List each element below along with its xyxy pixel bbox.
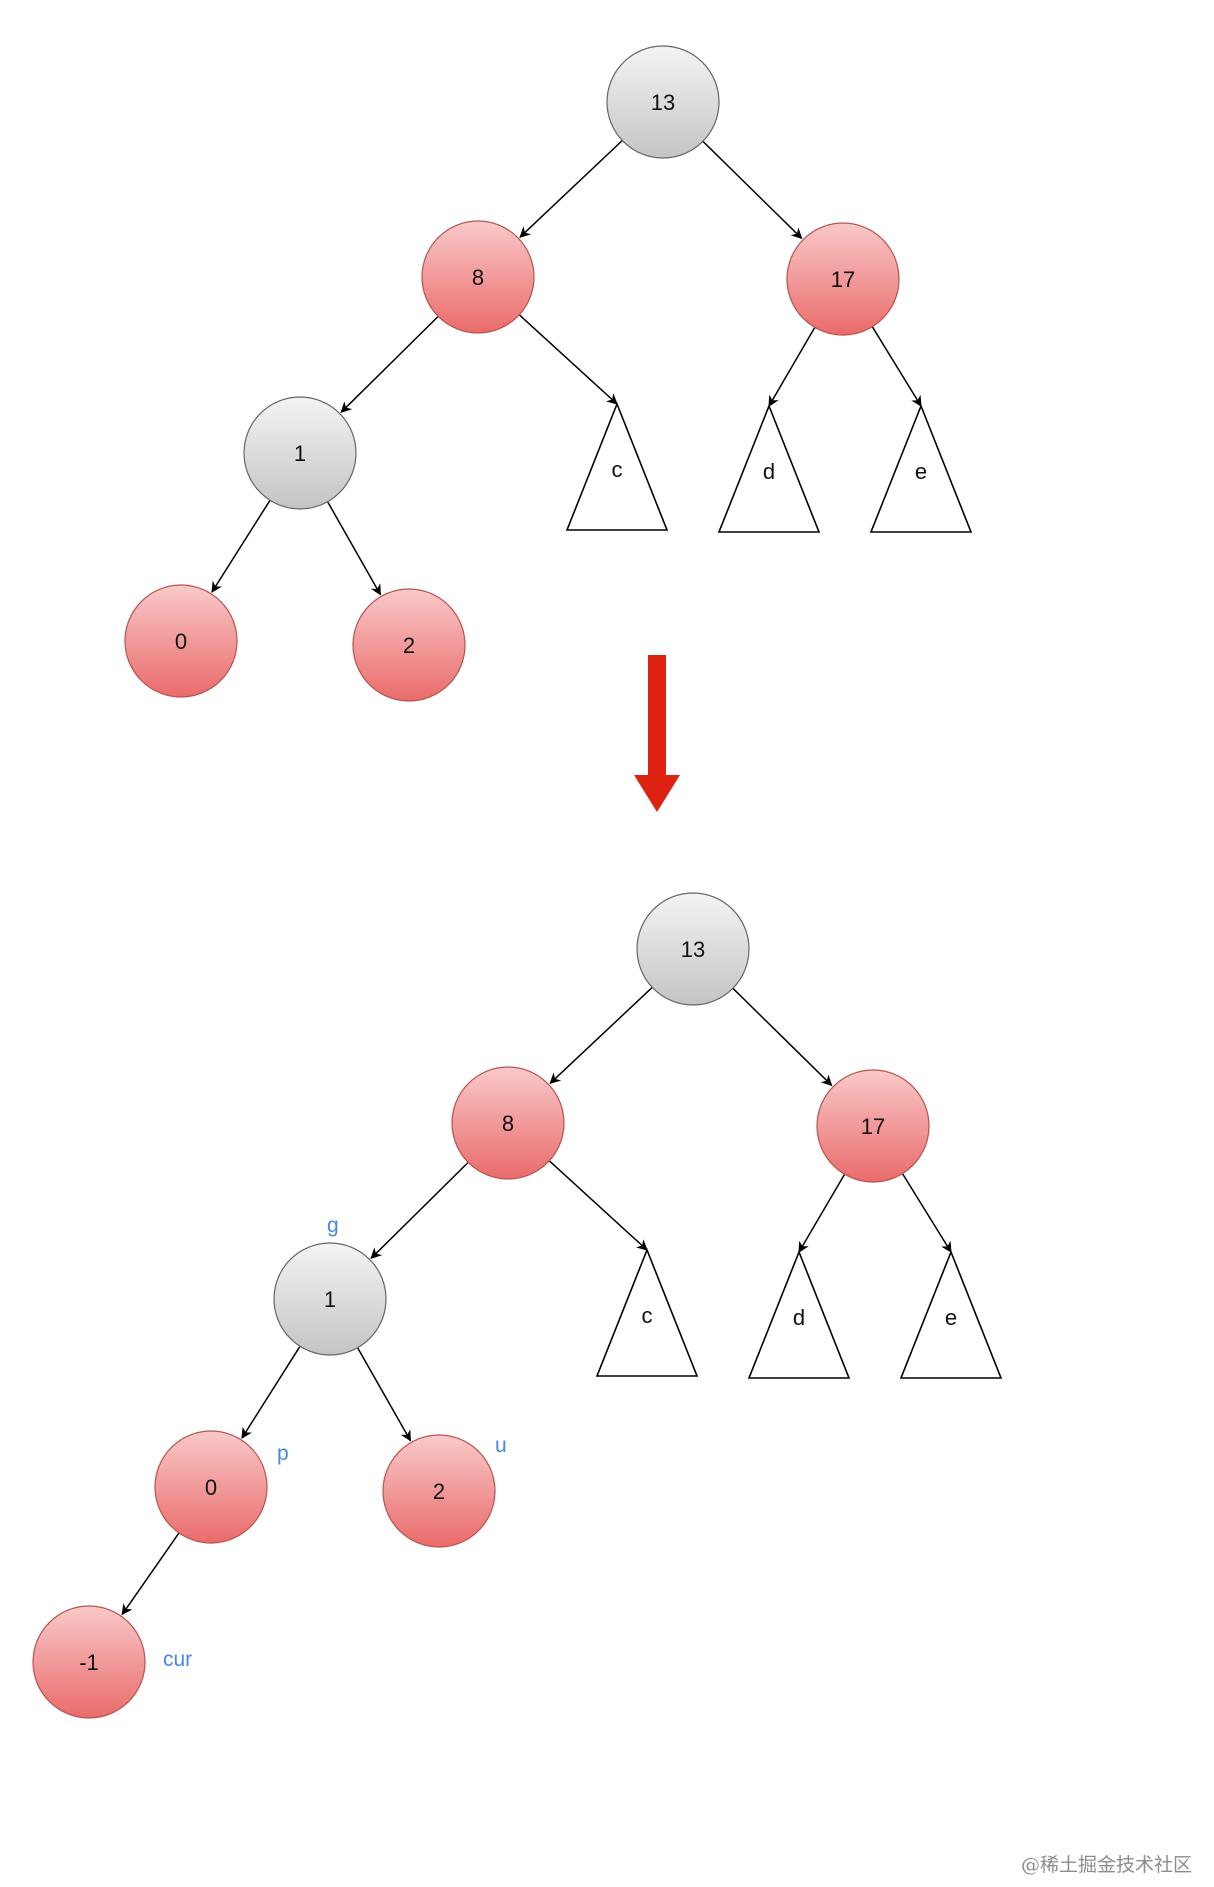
before-edges bbox=[211, 139, 922, 596]
before-node-label: 17 bbox=[831, 267, 855, 292]
before-node-label: 0 bbox=[175, 629, 187, 654]
before-tree: 13 8 17 1 0 2 c d e bbox=[124, 45, 973, 702]
before-edge-n1-n2 bbox=[326, 501, 382, 596]
after-nodes: 13 8 17 1 0 2 -1 c d e bbox=[32, 892, 1003, 1719]
before-subtree-d: d bbox=[717, 403, 821, 533]
before-node-2-red: 2 bbox=[352, 588, 466, 702]
after-node-0-red: 0 bbox=[154, 1430, 268, 1544]
after-subtree-label: d bbox=[793, 1305, 805, 1330]
transition-arrow bbox=[634, 655, 680, 812]
after-node-label: 13 bbox=[681, 937, 705, 962]
before-node-label: 13 bbox=[651, 90, 675, 115]
after-annotation-p: p bbox=[277, 1442, 289, 1465]
before-subtree-e: e bbox=[869, 403, 973, 533]
after-edge-n8-n1 bbox=[370, 1161, 469, 1259]
before-node-17-red: 17 bbox=[786, 222, 900, 336]
after-node-label: 17 bbox=[861, 1114, 885, 1139]
before-node-circle bbox=[124, 584, 238, 698]
before-node-circle bbox=[786, 222, 900, 336]
before-subtree-label: d bbox=[763, 459, 775, 484]
after-node-circle bbox=[273, 1242, 387, 1356]
before-edge-n1-n0 bbox=[211, 499, 271, 593]
before-subtree-label: c bbox=[612, 457, 623, 482]
before-node-label: 1 bbox=[294, 441, 306, 466]
after-node-label: 0 bbox=[205, 1475, 217, 1500]
after-node-1-black: 1 bbox=[273, 1242, 387, 1356]
after-edge-n1-n2 bbox=[356, 1347, 412, 1442]
after-subtree-d: d bbox=[747, 1249, 851, 1379]
after-edges bbox=[121, 986, 952, 1616]
after-node-label: 8 bbox=[502, 1111, 514, 1136]
after-subtree-triangle bbox=[595, 1247, 699, 1377]
after-node-circle bbox=[32, 1605, 146, 1719]
before-subtree-triangle bbox=[565, 401, 669, 531]
after-subtree-c: c bbox=[595, 1247, 699, 1377]
before-node-1-black: 1 bbox=[243, 396, 357, 510]
after-subtree-triangle bbox=[747, 1249, 851, 1379]
before-subtree-triangle bbox=[869, 403, 973, 533]
after-subtree-label: c bbox=[642, 1303, 653, 1328]
before-edge-n17-te bbox=[871, 326, 922, 407]
after-node-label: 2 bbox=[433, 1479, 445, 1504]
after-node-circle bbox=[816, 1069, 930, 1183]
after-node-17-red: 17 bbox=[816, 1069, 930, 1183]
before-edge-n8-n1 bbox=[340, 315, 439, 413]
after-annotation-cur: cur bbox=[163, 1648, 192, 1671]
after-edge-n8-tc bbox=[548, 1160, 648, 1251]
after-node-label: 1 bbox=[324, 1287, 336, 1312]
before-node-circle bbox=[606, 45, 720, 159]
after-node-label: -1 bbox=[79, 1650, 99, 1675]
transition-arrow-head bbox=[634, 775, 680, 812]
before-edge-n8-tc bbox=[518, 314, 618, 405]
after-edge-n13-n8 bbox=[549, 986, 653, 1085]
before-edge-n13-n8 bbox=[519, 139, 623, 238]
before-subtree-label: e bbox=[915, 459, 927, 484]
before-node-label: 2 bbox=[403, 633, 415, 658]
after-edge-n1-n0 bbox=[241, 1345, 301, 1439]
after-node-8-red: 8 bbox=[451, 1066, 565, 1180]
before-node-0-red: 0 bbox=[124, 584, 238, 698]
after-node-13-black: 13 bbox=[636, 892, 750, 1006]
before-nodes: 13 8 17 1 0 2 c d e bbox=[124, 45, 973, 702]
before-node-circle bbox=[243, 396, 357, 510]
after-node-circle bbox=[636, 892, 750, 1006]
after-subtree-label: e bbox=[945, 1305, 957, 1330]
before-subtree-c: c bbox=[565, 401, 669, 531]
after-node-circle bbox=[451, 1066, 565, 1180]
transition-arrow-shaft bbox=[648, 655, 666, 777]
after-edge-n13-n17 bbox=[732, 987, 833, 1087]
before-node-13-black: 13 bbox=[606, 45, 720, 159]
after-annotations: g p u cur bbox=[163, 1214, 507, 1671]
watermark: @稀土掘金技术社区 bbox=[1021, 1854, 1192, 1876]
before-node-8-red: 8 bbox=[421, 220, 535, 334]
after-subtree-e: e bbox=[899, 1249, 1003, 1379]
before-node-circle bbox=[421, 220, 535, 334]
before-node-circle bbox=[352, 588, 466, 702]
after-node--1-red: -1 bbox=[32, 1605, 146, 1719]
after-edge-n17-td bbox=[798, 1173, 846, 1253]
after-tree: 13 8 17 1 0 2 -1 c d e g p u cur bbox=[32, 892, 1003, 1719]
after-edge-n17-te bbox=[901, 1173, 952, 1253]
after-node-circle bbox=[154, 1430, 268, 1544]
after-node-2-red: 2 bbox=[382, 1434, 496, 1548]
after-annotation-g: g bbox=[327, 1214, 339, 1237]
after-edge-n0-nm1 bbox=[121, 1532, 180, 1616]
before-edge-n17-td bbox=[768, 327, 816, 407]
before-node-label: 8 bbox=[472, 265, 484, 290]
after-subtree-triangle bbox=[899, 1249, 1003, 1379]
after-annotation-u: u bbox=[495, 1434, 507, 1457]
before-edge-n13-n17 bbox=[702, 140, 803, 240]
before-subtree-triangle bbox=[717, 403, 821, 533]
after-node-circle bbox=[382, 1434, 496, 1548]
